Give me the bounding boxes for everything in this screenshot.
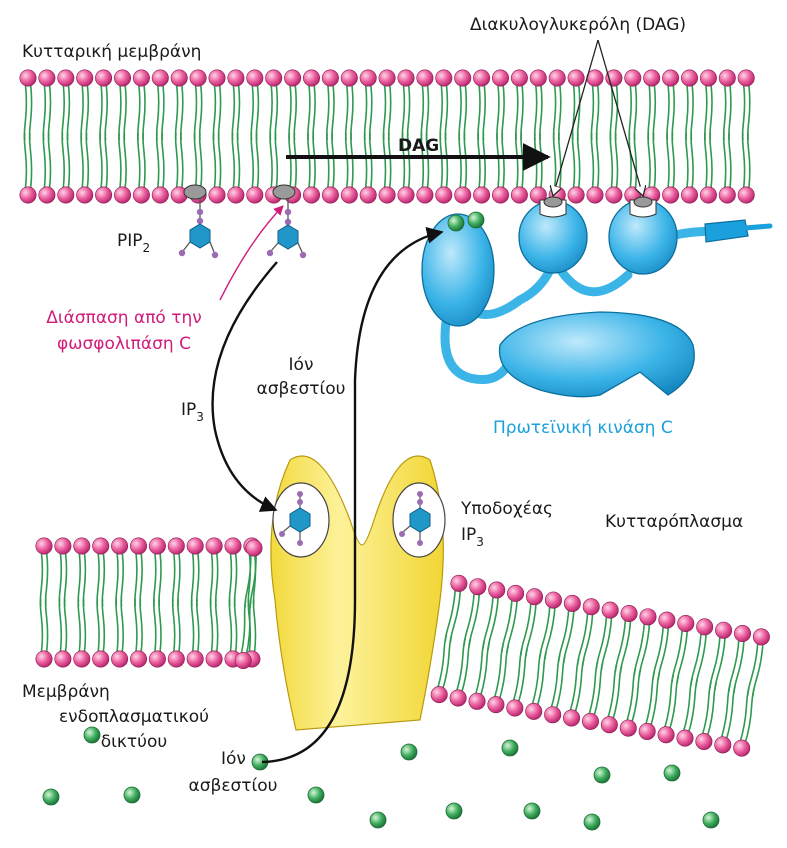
dag-pointer-left bbox=[553, 39, 599, 196]
receptor-label-line2: IP3 bbox=[461, 525, 484, 549]
calcium-lower-label-line1: Ιόν bbox=[221, 749, 246, 769]
ip3-arrow bbox=[211, 261, 278, 512]
cytoplasm-label: Κυτταρόπλασμα bbox=[605, 512, 743, 532]
pkc-bound-calcium-ions bbox=[447, 211, 485, 232]
dag-pointer-right bbox=[597, 39, 643, 196]
cleavage-arrow bbox=[219, 205, 284, 301]
ip3-receptor bbox=[270, 455, 446, 731]
cleavage-label-line2: φωσφολιπάση C bbox=[57, 334, 191, 354]
er-membrane bbox=[35, 537, 770, 757]
cleaved-pip2-molecule bbox=[266, 184, 307, 259]
dag-long-label: Διακυλογλυκερόλη (DAG) bbox=[470, 15, 686, 35]
calcium-release-arrow bbox=[261, 227, 444, 764]
calcium-upper-label-line2: ασβεστίου bbox=[256, 379, 345, 399]
calcium-upper-label-line1: Ιόν bbox=[289, 355, 314, 375]
dag-arrow-label: DAG bbox=[398, 136, 439, 156]
pip2-molecule bbox=[178, 184, 219, 259]
pip2-label: PIP2 bbox=[117, 231, 150, 255]
receptor-label-line1: Υποδοχέας bbox=[460, 499, 553, 519]
cleavage-label-line1: Διάσπαση από την bbox=[46, 308, 202, 328]
ip3-bound-left bbox=[279, 491, 311, 546]
pkc-label: Πρωτεϊνική κινάση C bbox=[493, 418, 673, 438]
free-calcium-ions bbox=[42, 726, 720, 831]
ip3-bound-right bbox=[399, 491, 431, 546]
er-membrane-label-line3: δικτύου bbox=[101, 732, 167, 752]
er-membrane-label-line2: ενδοπλασματικού bbox=[59, 707, 209, 727]
calcium-lower-label-line2: ασβεστίου bbox=[188, 776, 277, 796]
er-membrane-label-line1: Μεμβράνη bbox=[22, 682, 110, 702]
cell-membrane-label: Κυτταρική μεμβράνη bbox=[22, 42, 201, 62]
cell-membrane bbox=[19, 69, 755, 204]
ip3-label: IP3 bbox=[181, 400, 204, 424]
